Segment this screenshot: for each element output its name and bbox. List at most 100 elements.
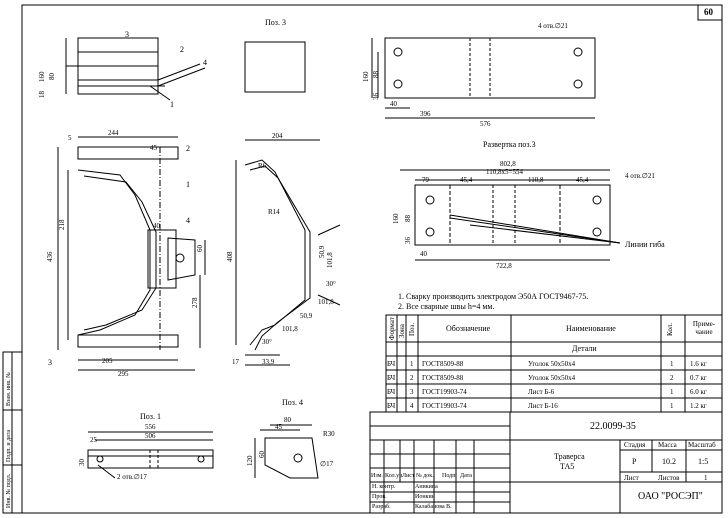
mass-label: Масса (658, 441, 677, 449)
holes-label: 4 отв.∅21 (625, 172, 655, 180)
rev-col: Лист (402, 473, 415, 479)
spec-header: Приме-чание (692, 320, 716, 336)
person-name: Аникина (415, 484, 438, 490)
callout-1: 1 (170, 100, 174, 109)
dim-label: 218 (58, 219, 66, 231)
spec-section: Детали (572, 344, 597, 353)
role-label: Н. контр. (372, 484, 396, 490)
stamp-label: Взам. инв. № (6, 372, 12, 406)
table-cell: ГОСТ8509-88 (422, 374, 464, 382)
table-cell: 1 (410, 360, 414, 368)
table-cell: 4 (410, 402, 414, 410)
person-name: Калабанова В. (415, 504, 452, 510)
rev-col: Подп. (442, 473, 457, 479)
dim-label: 101,8 (318, 298, 334, 306)
sheet-number-box (697, 4, 723, 21)
stage-value: Р (632, 457, 637, 466)
table-cell: 0.7 кг (690, 374, 707, 382)
table-cell: 2 (410, 374, 414, 382)
org-name: ОАО "РОСЭП" (638, 491, 703, 502)
dim-label: 120 (246, 455, 254, 467)
table-cell: БЧ (387, 402, 396, 410)
dim-label: 45,4 (460, 176, 473, 184)
dim-label: 802,8 (500, 160, 516, 168)
dim-label: 40 (390, 100, 397, 108)
table-cell: Лист Б-16 (528, 402, 558, 410)
pos1-title: Поз. 1 (140, 412, 161, 421)
dim-label: 110,8x5=554 (486, 168, 523, 176)
dim-label: 33,9 (262, 358, 275, 366)
spec-header: Поз. (408, 322, 416, 336)
table-cell: 6.0 кг (690, 388, 707, 396)
stage-label: Стадия (624, 441, 646, 449)
rev-col: Изм. (371, 473, 383, 479)
dim-label: R30 (323, 430, 335, 438)
dim-label: 80 (48, 73, 56, 80)
dim-label: 36 (404, 237, 412, 244)
dim-label: 101,8 (282, 325, 298, 333)
table-cell: 3 (410, 388, 414, 396)
dim-label: 25 (90, 436, 97, 444)
dim-label: 88 (404, 215, 412, 222)
callout-3: 3 (48, 358, 52, 367)
spec-header: Зона (398, 324, 406, 338)
stamp-label: Инв. № подл. (6, 473, 12, 508)
rev-col: № док. (416, 473, 434, 479)
table-cell: Уголок 50х50х4 (528, 360, 576, 368)
table-cell: БЧ (387, 360, 396, 368)
dim-label: 45 (150, 144, 157, 152)
callout-4: 4 (186, 216, 190, 225)
dim-label: 36 (372, 93, 380, 100)
callout-4: 4 (203, 58, 207, 67)
dim-label: 60 (196, 245, 204, 252)
dim-label: 278 (191, 297, 199, 309)
sheet-number: 60 (704, 7, 713, 17)
table-cell: Уголок 50х50х4 (528, 374, 576, 382)
dim-label: ∅17 (320, 460, 334, 468)
sheets-value: 1 (704, 474, 708, 482)
table-cell: 2 (670, 374, 674, 382)
table-cell: ГОСТ19903-74 (422, 402, 467, 410)
table-cell: БЧ (387, 374, 396, 382)
dim-label: 396 (420, 110, 431, 118)
dim-label: 408 (226, 251, 234, 263)
callout-2: 2 (180, 45, 184, 54)
razvertka-view (400, 169, 621, 261)
dim-label: 576 (480, 120, 491, 128)
stamp-label: Подп. и дата (6, 429, 12, 462)
dim-label: 160 (362, 71, 370, 83)
dim-label: 244 (108, 129, 119, 137)
role-label: Разраб. (372, 504, 391, 510)
title-block-lines (369, 411, 723, 514)
table-cell: 1.2 кг (690, 402, 707, 410)
callout-3: 3 (125, 30, 129, 39)
spec-header: Наименование (566, 324, 616, 333)
dim-label: 30° (326, 280, 336, 288)
dim-label: 79 (422, 176, 429, 184)
callout-1: 1 (186, 180, 190, 189)
mass-value: 10.2 (662, 457, 676, 466)
rev-col: Дата (460, 473, 472, 479)
scale-value: 1:5 (698, 457, 709, 466)
razvertka-title: Развертка поз.3 (483, 140, 536, 149)
dim-label: 80 (284, 416, 291, 424)
pos3-title: Поз. 3 (265, 18, 286, 27)
spec-header: Формат (388, 317, 396, 340)
holes-label: 4 отв.∅21 (538, 22, 568, 30)
side-view (235, 139, 341, 366)
dim-label: 17 (232, 358, 239, 366)
table-cell: БЧ (387, 388, 396, 396)
dim-label: 60 (258, 451, 266, 458)
dim-label: 160 (38, 71, 46, 83)
dim-label: 50,9 (300, 312, 313, 320)
table-cell: 1 (670, 360, 674, 368)
part-code: ТА5 (560, 462, 575, 471)
callout-2: 2 (186, 144, 190, 153)
table-cell: 1.6 кг (690, 360, 707, 368)
dim-label: R14 (268, 208, 280, 216)
front-view (57, 136, 206, 371)
pos3-small (244, 41, 306, 93)
note-1: 1. Сварку производить электродом Э50А ГО… (398, 292, 589, 301)
part-name: Траверса (554, 452, 585, 461)
